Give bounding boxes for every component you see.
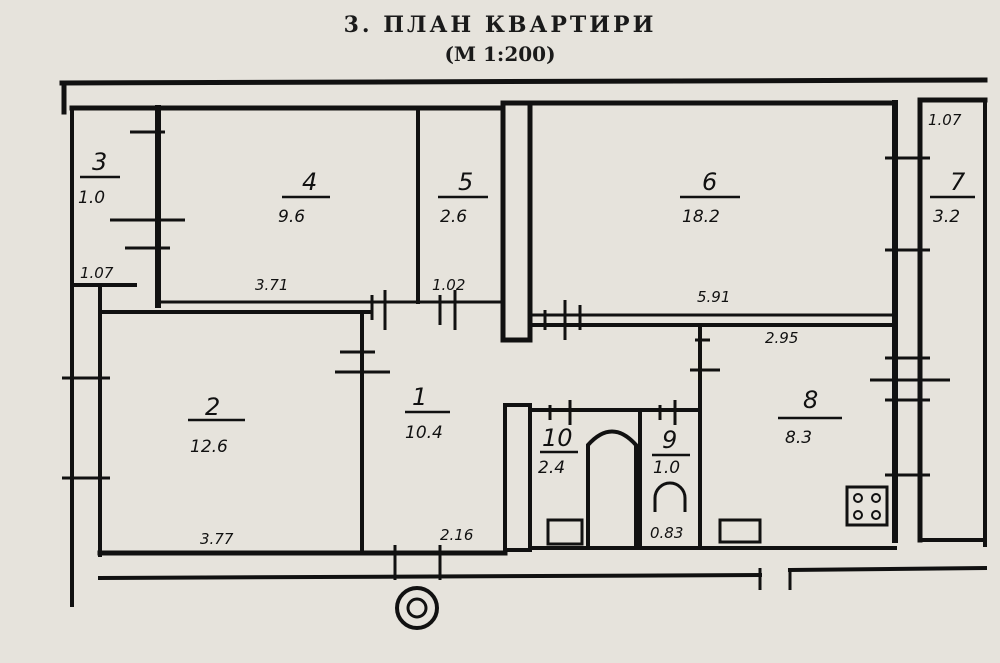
room-3-number: 3 [92, 148, 107, 176]
room-4-area: 9.6 [278, 207, 305, 227]
room-5-area: 2.6 [440, 207, 467, 227]
walls [59, 77, 988, 630]
dimension-labels: 1.07 1.07 3.71 1.02 5.91 2.95 3.77 2.16 … [80, 111, 962, 548]
room-1-area: 10.4 [405, 423, 443, 443]
room-4-number: 4 [302, 168, 317, 196]
room-6-area: 18.2 [682, 207, 720, 227]
room-9-area: 1.0 [653, 458, 680, 478]
dim-room7-width: 1.07 [928, 111, 962, 129]
dim-room9-width: 0.83 [650, 524, 683, 542]
room-7-number: 7 [950, 168, 966, 196]
dim-room1-length: 2.16 [440, 526, 473, 544]
plan-scale: (М 1:200) [444, 42, 556, 66]
room-9-number: 9 [662, 426, 677, 454]
dim-room5-length: 1.02 [432, 276, 465, 294]
room-8-area: 8.3 [785, 428, 812, 448]
room-2-area: 12.6 [190, 437, 228, 457]
room-2-number: 2 [205, 393, 220, 421]
dim-room8-length: 2.95 [765, 329, 798, 347]
room-labels: 1 10.4 2 12.6 3 1.0 4 9.6 5 2.6 6 18.2 7… [78, 148, 975, 478]
room-8-number: 8 [803, 386, 818, 414]
entrance-marker [395, 586, 439, 630]
plan-title: 3. ПЛАН КВАРТИРИ [343, 12, 657, 38]
room-1-number: 1 [412, 383, 427, 411]
room-3-area: 1.0 [78, 188, 105, 208]
dim-room6-length: 5.91 [697, 288, 730, 306]
room-10-number: 10 [542, 424, 573, 452]
room-7-area: 3.2 [933, 207, 960, 227]
room-10-area: 2.4 [538, 458, 565, 478]
room-5-number: 5 [458, 168, 473, 196]
dim-room4-length: 3.71 [255, 276, 288, 294]
dim-room3-width: 1.07 [80, 264, 114, 282]
room-6-number: 6 [702, 168, 717, 196]
dim-room2-length: 3.77 [200, 530, 234, 548]
